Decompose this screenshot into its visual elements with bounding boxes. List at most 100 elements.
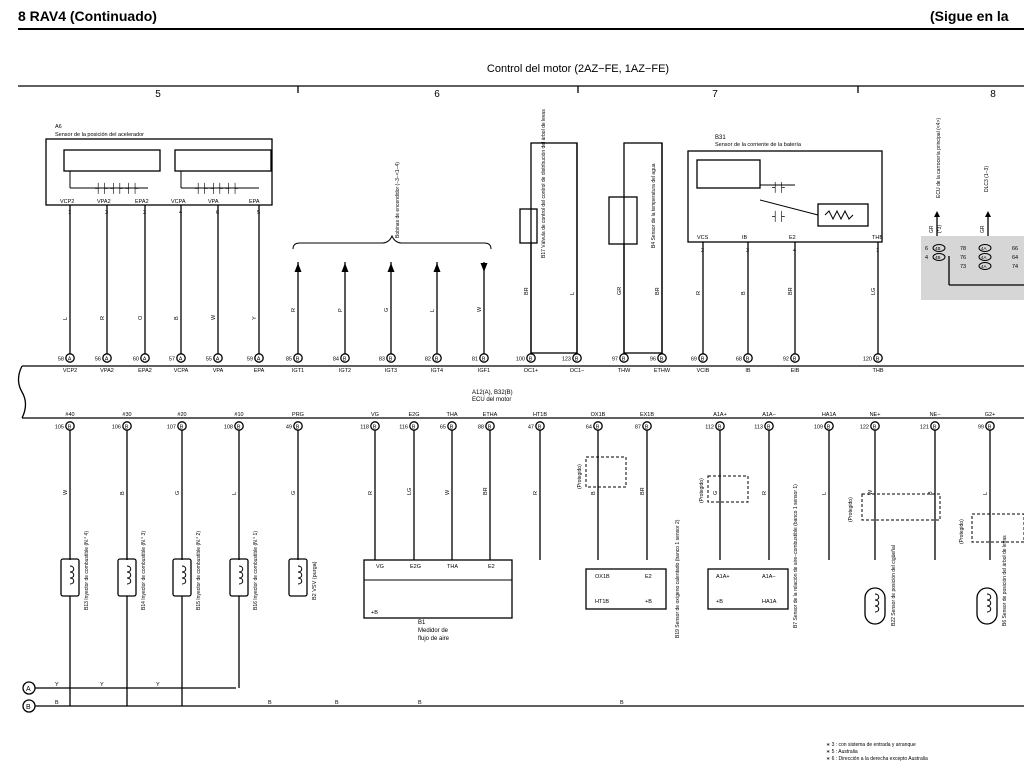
pin-number: 121	[920, 425, 929, 431]
pin-connector-letter: B	[622, 357, 626, 363]
pin-number: 56	[95, 357, 101, 363]
pin-number: 106	[112, 425, 121, 431]
pin-connector-letter: B	[988, 425, 992, 431]
bus-wire-color: Y	[156, 682, 160, 688]
pin-number: 81	[472, 357, 478, 363]
wire-color-label: R	[696, 291, 702, 295]
pin-signal-label: THB	[873, 368, 884, 374]
wire-color-label: LG	[407, 488, 413, 495]
svg-text:4A: 4A	[981, 264, 987, 269]
svg-text:4B: 4B	[935, 255, 941, 260]
wire-color-label: L	[232, 492, 238, 495]
b19-pin-ht1b: HT1B	[595, 599, 609, 605]
wire-color-label: BR	[788, 287, 794, 295]
b1-pin-e2g: E2G	[410, 564, 421, 570]
wire-color-label: B	[928, 491, 934, 495]
note-3: ∗ 6 : Dirección a la derecha excepto Aus…	[826, 756, 928, 762]
pin-signal-label: VCIB	[697, 368, 710, 374]
wire-color-label: L	[822, 492, 828, 495]
section-7: 7	[712, 89, 718, 100]
pin-signal-label: EPA	[254, 368, 265, 374]
ecu-code: A12(A), B32(B)	[472, 390, 513, 396]
wire-color-label: W	[211, 314, 217, 320]
pin-signal-label: EX1B	[640, 412, 654, 418]
pin-signal-label: ETHA	[483, 412, 498, 418]
pin-signal-label: OC1−	[570, 368, 585, 374]
pin-number: 118	[360, 425, 369, 431]
b7-pin-b: +B	[716, 599, 723, 605]
b22-crank-sensor: B22 Sensor de posición del cigüeñal (Pro…	[848, 493, 941, 626]
svg-text:4A: 4A	[981, 246, 987, 251]
pin-connector-letter: B	[450, 425, 454, 431]
wire-color-label: GR	[617, 287, 623, 295]
b1-pin-b: +B	[371, 610, 378, 616]
svg-text:78: 78	[960, 246, 966, 252]
pin-connector-letter: B	[660, 357, 664, 363]
pin-number: 55	[206, 357, 212, 363]
pin-number: 60	[133, 357, 139, 363]
bus-b-label: B	[26, 704, 31, 711]
diagram-title: Control del motor (2AZ−FE, 1AZ−FE)	[487, 63, 669, 75]
pin-signal-label: #40	[65, 412, 74, 418]
b6-label: B6 Sensor de posición del árbol de levas	[1002, 535, 1008, 626]
wire-color-label: B	[741, 291, 747, 295]
pin-connector-letter: B	[296, 357, 300, 363]
b2-vsv: B2 VSV (purga)	[288, 558, 318, 600]
pin-connector-letter: A	[105, 357, 109, 363]
bus-wire-color: Y	[100, 682, 104, 688]
pin-connector-letter: B	[538, 425, 542, 431]
pin-number: 116	[399, 425, 408, 431]
pin-signal-label: NE−	[930, 412, 941, 418]
pin-connector-letter: A	[179, 357, 183, 363]
pin-signal-label: PRG	[292, 412, 304, 418]
b31-battery-current-sensor: B31 Sensor de la corriente de la batería…	[687, 135, 883, 254]
page-header: 8 RAV4 (Continuado) (Sigue en la	[0, 0, 1024, 34]
engine-ecu: A12(A), B32(B) ECU del motor	[17, 365, 1024, 419]
pin-connector-letter: B	[373, 425, 377, 431]
wire-color-label: W	[63, 489, 69, 495]
pin-connector-letter: B	[933, 425, 937, 431]
svg-text:64: 64	[1012, 255, 1018, 261]
pin-connector-letter: B	[746, 357, 750, 363]
pin-connector-letter: B	[718, 425, 722, 431]
a6-pin-label: VPA	[208, 199, 219, 205]
wire-color-label: G	[384, 308, 390, 312]
protegido-b22: (Protegido)	[848, 497, 854, 522]
pin-number: 64	[586, 425, 592, 431]
b4-water-temp-sensor: B4 Sensor de la temperatura del agua	[608, 142, 663, 354]
wire-color-label: O	[138, 315, 144, 320]
b19-pin-b: +B	[645, 599, 652, 605]
b31-pin-label: IB	[742, 235, 748, 241]
bus-wire-color: B	[620, 700, 624, 706]
pin-signal-label: THW	[618, 368, 631, 374]
b19-o2-sensor: OX1B E2 HT1B +B B19 Sensor de oxígeno ca…	[585, 456, 681, 638]
svg-text:4A: 4A	[981, 255, 987, 260]
svg-text:74: 74	[1012, 264, 1018, 270]
pin-signal-label: A1A+	[713, 412, 727, 418]
bus-wire-color: B	[268, 700, 272, 706]
svg-text:66: 66	[1012, 246, 1018, 252]
wire-color-label: W	[868, 489, 874, 495]
b31-pin-label: THB	[872, 235, 883, 241]
dlc3-label: DLC3 (1−3)	[984, 166, 990, 192]
b19-pin-e2: E2	[645, 574, 652, 580]
wire-color-label: R	[368, 491, 374, 495]
pin-number: 113	[754, 425, 763, 431]
injector-label: B16 Inyector de combustible (N.° 1)	[253, 531, 259, 610]
a6-caps: ┤├ ┤├ ┤├	[95, 182, 139, 194]
dlc3-area: ECU de la carrocería principal (<4>) DLC…	[921, 118, 1024, 300]
pin-connector-letter: B	[529, 357, 533, 363]
pin-connector-letter: A	[257, 357, 261, 363]
pin-number: 97	[612, 357, 618, 363]
header-rule	[18, 28, 1024, 30]
bus-wire-color: Y	[55, 682, 59, 688]
